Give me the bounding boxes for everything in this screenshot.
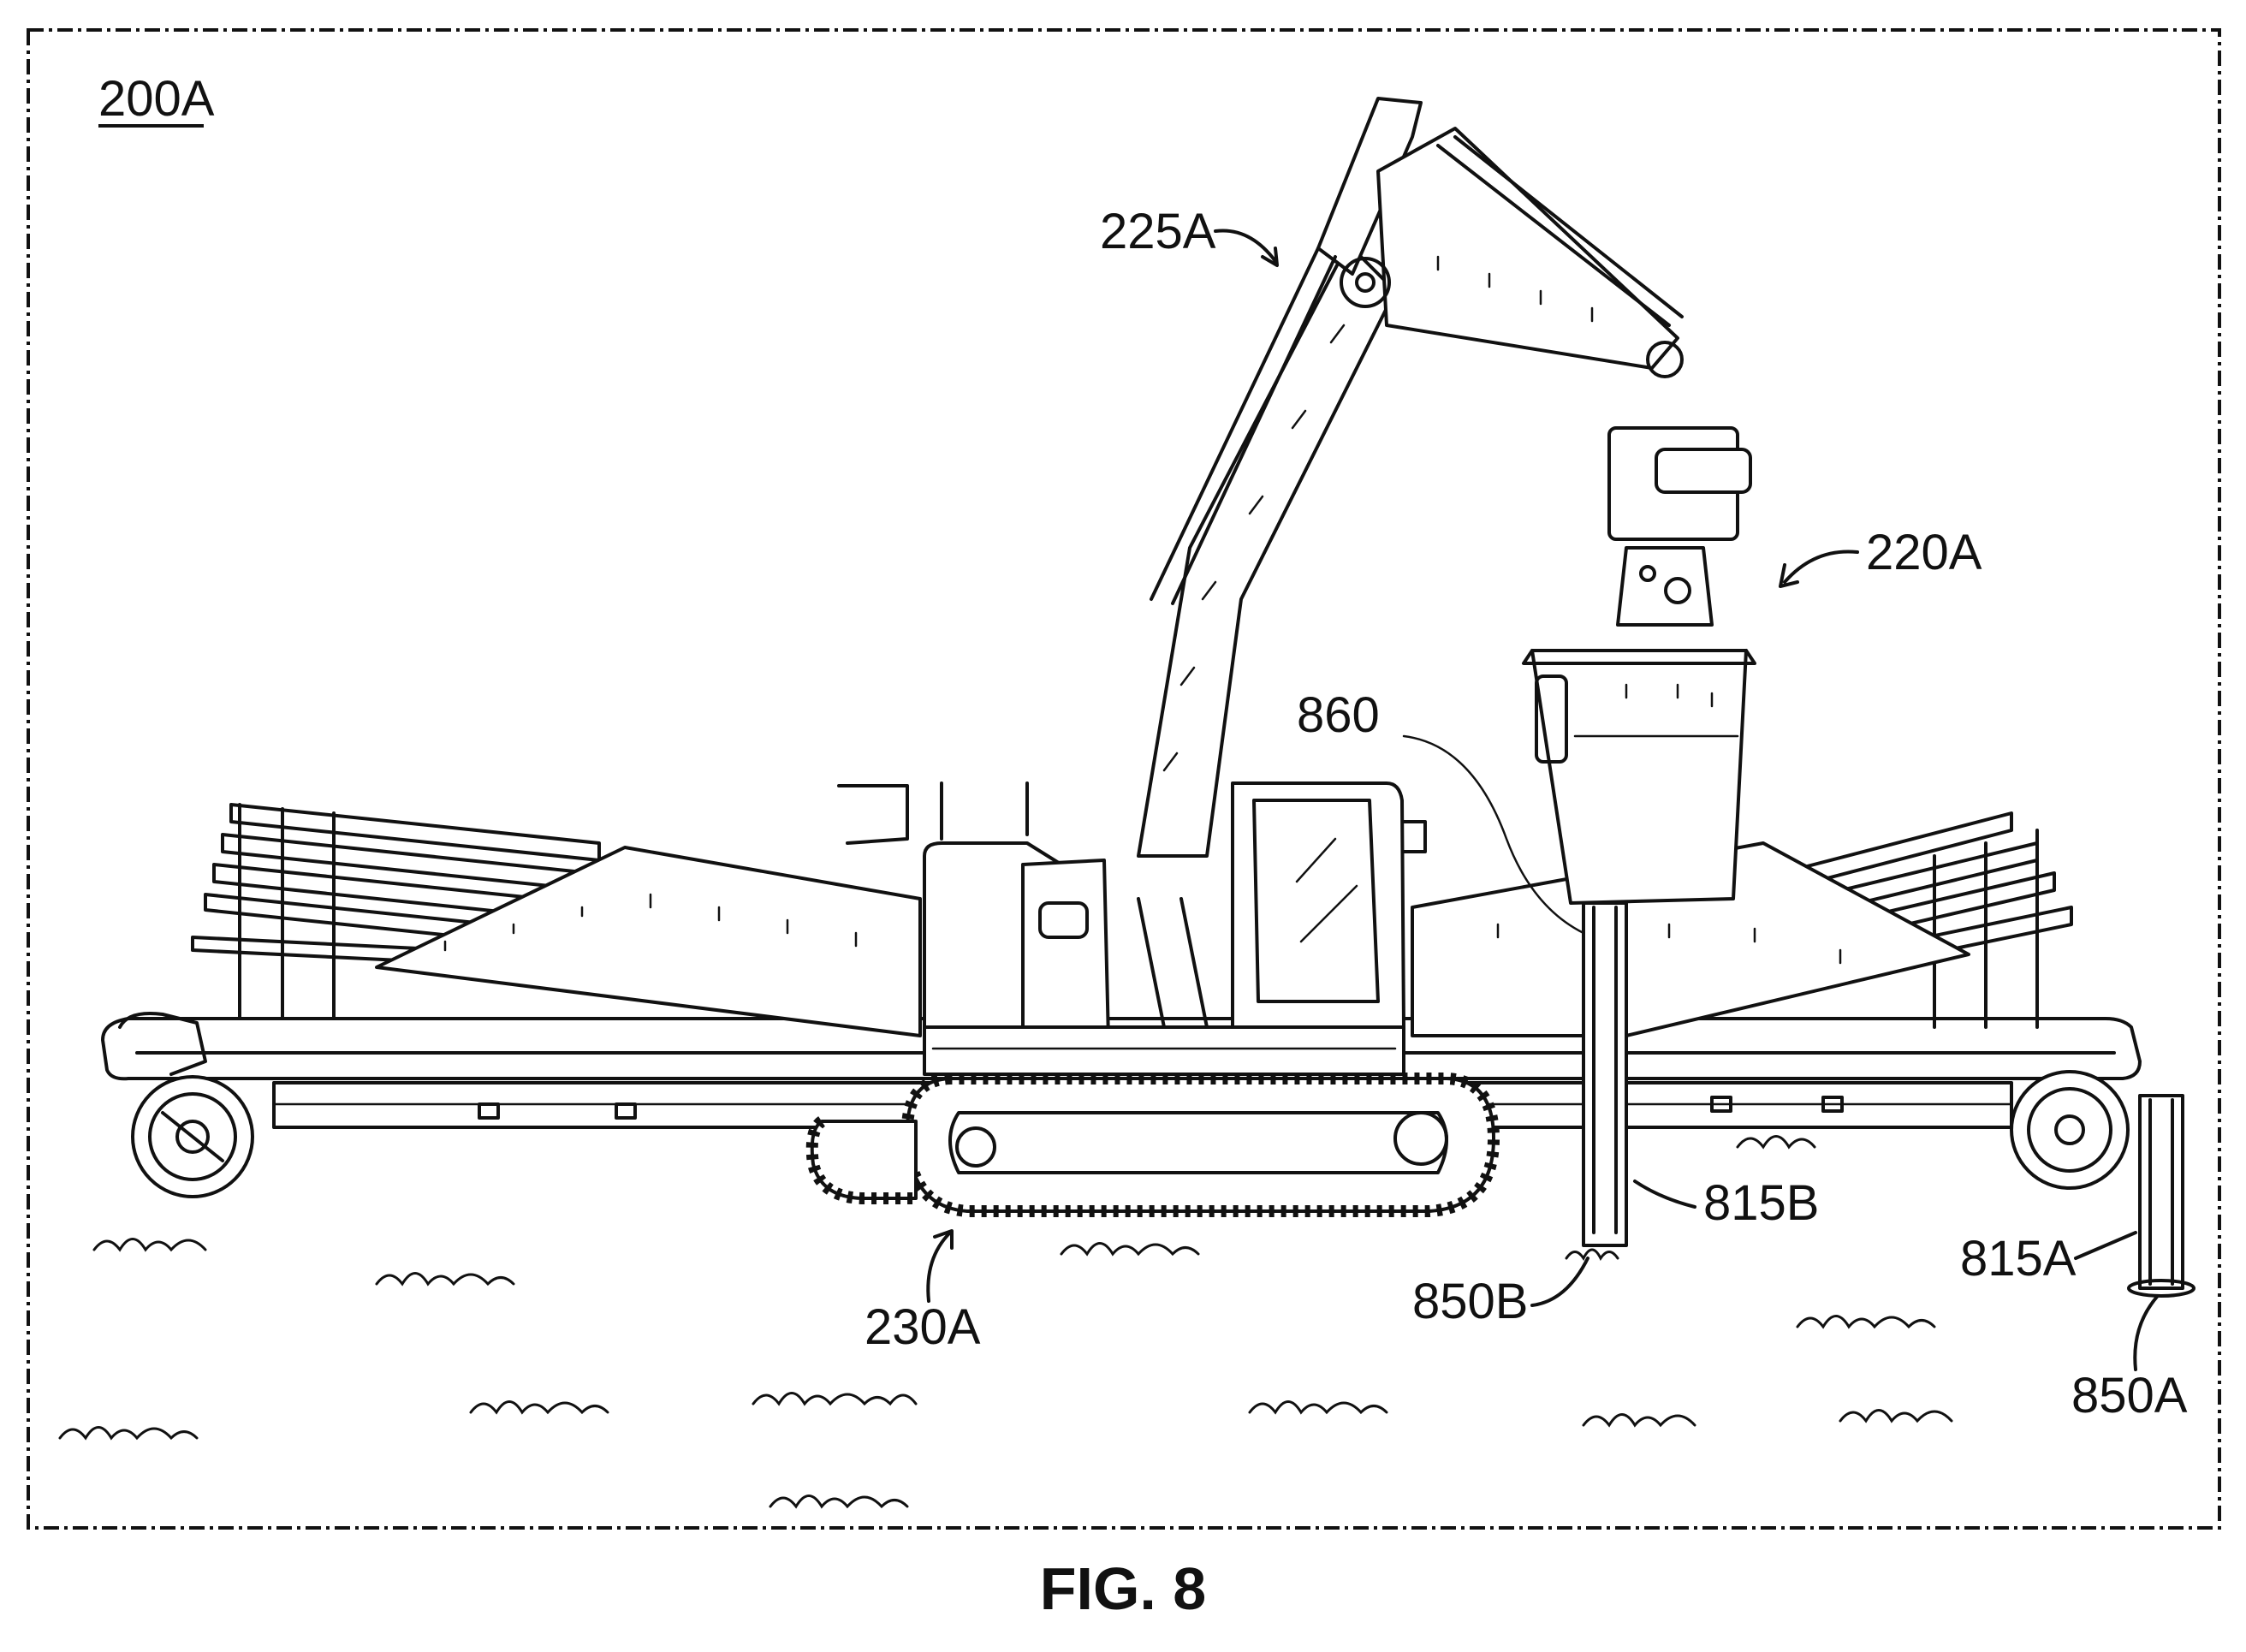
boom-arm	[1137, 97, 1752, 858]
reference-labels: 225A 220A 860 230A 815B 850B 815A 850A	[865, 204, 2188, 1423]
label-850a: 850A	[2071, 1368, 2188, 1423]
label-225a: 225A	[1100, 204, 1216, 259]
grass-tufts	[58, 1135, 1953, 1509]
pile-815a	[2127, 1094, 2195, 1298]
label-815a: 815A	[1960, 1231, 2077, 1287]
label-815b: 815B	[1703, 1175, 1819, 1231]
panel-label: 200A	[98, 71, 215, 127]
excavator-body	[837, 781, 1427, 1076]
label-850b: 850B	[1412, 1274, 1528, 1329]
label-860: 860	[1297, 687, 1380, 743]
figure-caption: FIG. 8	[1040, 1555, 1206, 1622]
label-230a: 230A	[865, 1299, 981, 1355]
figure-border	[27, 28, 2221, 1530]
crawler-track	[805, 1073, 1500, 1217]
label-220a: 220A	[1866, 525, 1982, 580]
pile-driver	[1402, 649, 1756, 1247]
